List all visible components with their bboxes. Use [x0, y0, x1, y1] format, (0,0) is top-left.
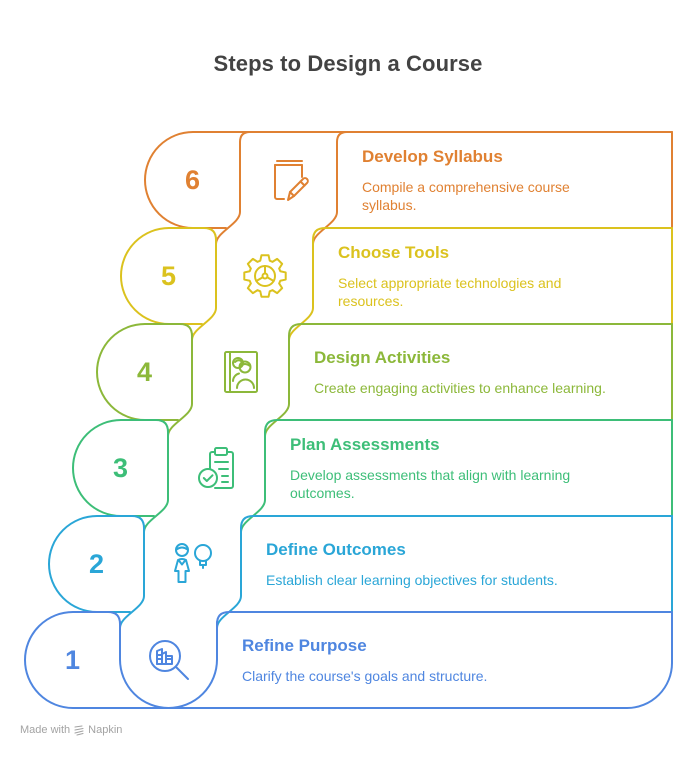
step-description-line: Clarify the course's goals and structure… [242, 668, 488, 684]
step-5-number-cell-outline [120, 227, 217, 325]
people-book-icon [192, 324, 289, 420]
step-4-number-cell-outline [96, 323, 193, 421]
step-description-line: Select appropriate technologies and [338, 275, 562, 291]
step-description-line: Establish clear learning objectives for … [266, 572, 558, 588]
step-3-number-cell-outline [72, 419, 169, 517]
napkin-logo-icon [74, 724, 84, 736]
footer-made-with: Made with [20, 724, 71, 736]
step-5-divider-right [288, 227, 673, 341]
step-title: Define Outcomes [266, 540, 406, 559]
step-text: Plan Assessments Develop assessments tha… [290, 420, 570, 516]
step-title: Develop Syllabus [362, 147, 503, 166]
step-description-line: Compile a comprehensive course [362, 179, 570, 195]
step-title: Plan Assessments [290, 435, 440, 454]
step-2-divider-right [216, 515, 673, 629]
step-1-outer-outline [24, 611, 673, 709]
step-title: Refine Purpose [242, 636, 367, 655]
step-description: Create engaging activities to enhance le… [314, 379, 606, 397]
step-6-number-cell-outline [144, 131, 673, 229]
step-text: Develop Syllabus Compile a comprehensive… [362, 132, 570, 228]
person-lightbulb-icon [144, 516, 241, 612]
gear-icon [216, 228, 313, 324]
step-1-icon-column-outline [119, 621, 218, 709]
step-6-divider-right [312, 131, 348, 245]
step-number: 6 [184, 164, 201, 195]
step-title: Choose Tools [338, 243, 450, 262]
step-text: Refine Purpose Clarify the course's goal… [242, 612, 487, 708]
book-pencil-icon [240, 132, 337, 228]
step-6-divider-left [215, 131, 251, 245]
step-4-divider-right [264, 323, 673, 437]
page-title: Steps to Design a Course [213, 51, 483, 76]
step-description-line: outcomes. [290, 485, 355, 501]
step-description-line: resources. [338, 293, 404, 309]
step-text: Define Outcomes Establish clear learning… [266, 516, 558, 612]
magnifier-building-icon [120, 612, 217, 708]
footer-brand: Napkin [88, 724, 123, 736]
step-2-number-cell-outline [48, 515, 145, 613]
step-number: 1 [64, 644, 81, 675]
step-3-divider-right [240, 419, 673, 533]
step-number: 5 [160, 260, 177, 291]
step-text: Design Activities Create engaging activi… [314, 324, 606, 420]
step-description: Develop assessments that align with lear… [290, 466, 570, 502]
step-description-line: syllabus. [362, 197, 417, 213]
step-description: Select appropriate technologies and reso… [338, 274, 561, 310]
step-description-line: Develop assessments that align with lear… [290, 467, 571, 483]
step-description-line: Create engaging activities to enhance le… [314, 380, 606, 396]
step-description: Compile a comprehensive course syllabus. [362, 178, 570, 214]
step-text: Choose Tools Select appropriate technolo… [338, 228, 561, 324]
step-title: Design Activities [314, 348, 451, 367]
step-number: 2 [88, 548, 105, 579]
step-description: Clarify the course's goals and structure… [242, 667, 487, 685]
clipboard-check-icon [168, 420, 265, 516]
footer-credit: Made with Napkin [20, 724, 122, 736]
step-description: Establish clear learning objectives for … [266, 571, 558, 589]
step-number: 3 [112, 452, 129, 483]
step-number: 4 [136, 356, 153, 387]
